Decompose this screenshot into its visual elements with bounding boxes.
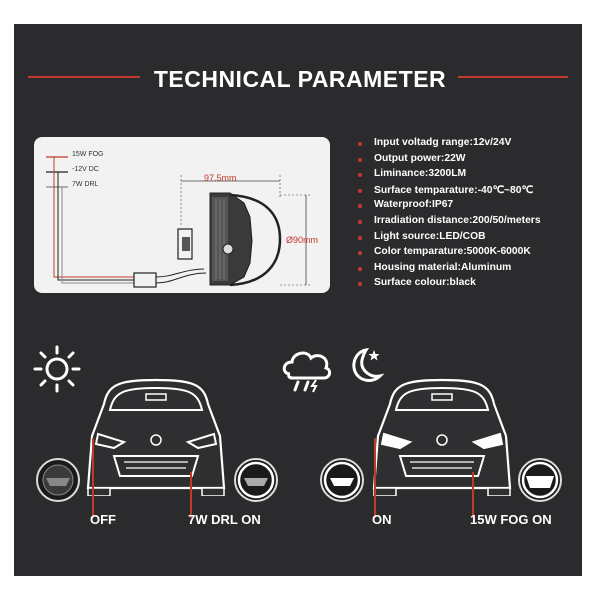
page-title: TECHNICAL PARAMETER bbox=[153, 66, 447, 92]
param-item: Input voltadg range:12v/24V bbox=[358, 137, 578, 153]
param-item: Surface colour:black bbox=[358, 277, 578, 293]
legend-fog: 15W FOG bbox=[72, 151, 104, 158]
legend-12v: -12V DC bbox=[72, 166, 99, 173]
label-drl-on: 7W DRL ON bbox=[188, 512, 261, 527]
title-rule-right bbox=[458, 76, 568, 78]
title-rule-left bbox=[28, 76, 140, 78]
label-on: ON bbox=[372, 512, 392, 527]
label-off: OFF bbox=[90, 512, 116, 527]
param-item: Color temparature:5000K-6000K bbox=[358, 246, 578, 262]
indicator-line bbox=[472, 472, 474, 518]
param-item: Output power:22W bbox=[358, 153, 578, 169]
indicator-line bbox=[374, 438, 376, 518]
packaging-panel: TECHNICAL PARAMETER bbox=[14, 24, 582, 576]
fog-lamp-on-left bbox=[320, 458, 364, 502]
param-item: Light source:LED/COB bbox=[358, 231, 578, 247]
param-item: Housing material:Aluminum bbox=[358, 262, 578, 278]
moon-icon bbox=[352, 347, 385, 382]
width-label: 97.5mm bbox=[204, 173, 237, 183]
indicator-line bbox=[92, 438, 94, 518]
param-item: Waterproof:IP67 bbox=[358, 199, 578, 215]
dimension-diagram: 15W FOG -12V DC 7W DRL 97.5mm Ø90mm bbox=[34, 137, 330, 293]
indicator-line bbox=[190, 472, 192, 518]
car-front-day bbox=[86, 378, 226, 496]
cloud-rain-icon bbox=[282, 351, 332, 393]
legend-drl: 7W DRL bbox=[72, 181, 99, 188]
fog-lamp-fog-right bbox=[518, 458, 562, 502]
label-fog-on: 15W FOG ON bbox=[470, 512, 552, 527]
param-item: Surface temparature:-40℃~80℃ bbox=[358, 184, 578, 200]
lamp-drawing bbox=[46, 156, 312, 288]
fog-lamp-drl-right bbox=[234, 458, 278, 502]
fog-lamp-off-left bbox=[36, 458, 80, 502]
sun-icon bbox=[33, 345, 81, 393]
param-item: Liminance:3200LM bbox=[358, 168, 578, 184]
diameter-label: Ø90mm bbox=[286, 235, 319, 245]
parameter-list: Input voltadg range:12v/24V Output power… bbox=[358, 137, 578, 293]
car-front-night bbox=[372, 378, 512, 496]
param-item: Irradiation distance:200/50/meters bbox=[358, 215, 578, 231]
